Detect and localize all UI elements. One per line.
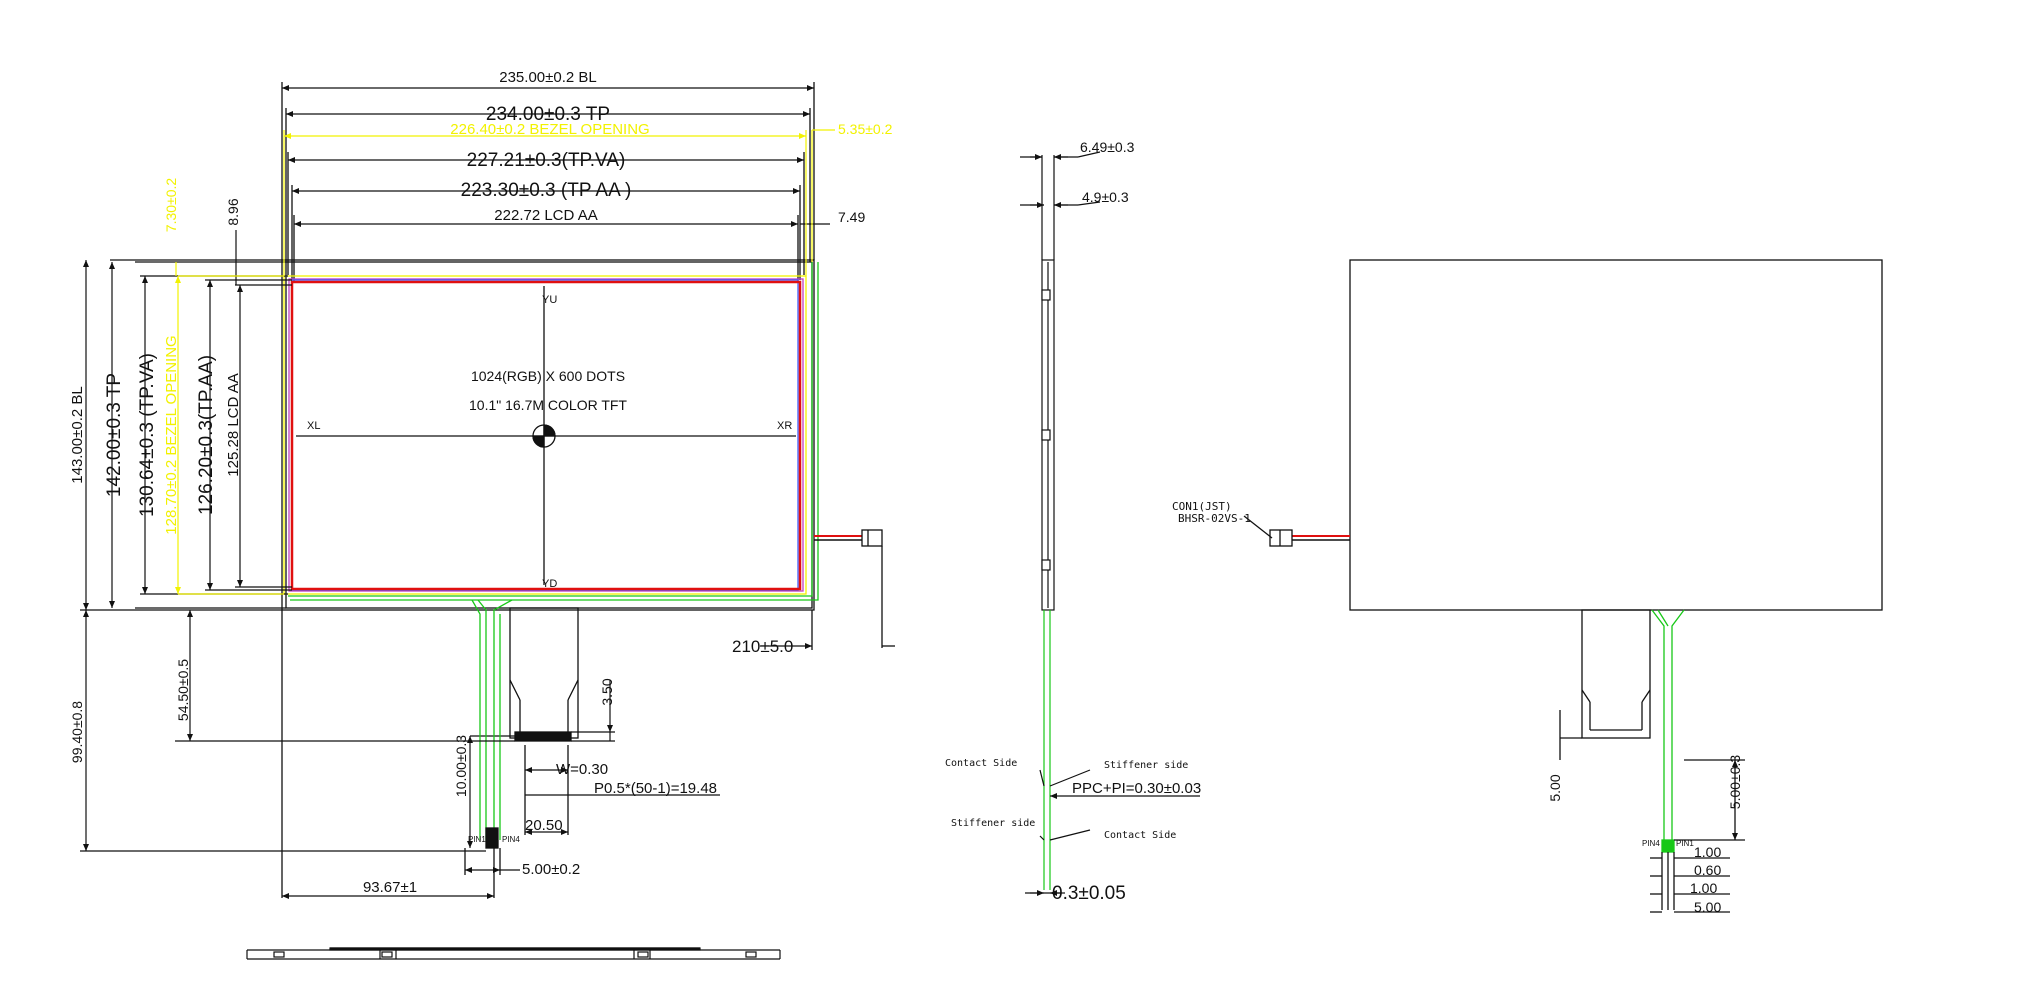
dim-pitch: P0.5*(50-1)=19.48 (594, 780, 717, 797)
label-connector-1: CON1(JST) (1172, 500, 1232, 513)
dim-stiffener: 3.50 (599, 678, 615, 705)
dim-height-tp-aa: 126.20±0.3(TP.AA) (196, 355, 217, 515)
label-pin4: PIN4 (502, 835, 520, 844)
backlight-outline (281, 259, 815, 611)
dim-height-lcd-aa: 125.28 LCD AA (225, 373, 242, 476)
dim-width-bezel: 226.40±0.2 BEZEL OPENING (450, 121, 649, 138)
front-view (80, 82, 895, 898)
side-labels: 6.49±0.3 4.9±0.3 Contact Side Stiffener … (945, 139, 1201, 904)
dim-fpc-d1: 54.50±0.5 (175, 659, 191, 721)
label-connector-2: BHSR-02VS-1 (1178, 512, 1251, 525)
label-back-pin4: PIN4 (1642, 839, 1660, 848)
label-contact-side-1: Contact Side (945, 758, 1017, 769)
back-connector (1269, 529, 1293, 547)
dim-back-d2: 0.60 (1694, 862, 1721, 878)
dim-height-bezel: 128.70±0.2 BEZEL OPENING (163, 335, 180, 534)
dim-cable-length: 210±5.0 (732, 637, 793, 656)
tp-tail-connector (485, 827, 499, 849)
label-back-pin1: PIN1 (1676, 839, 1694, 848)
back-tail-connector (1661, 839, 1675, 853)
side-view (1020, 151, 1200, 896)
label-yu: YU (542, 294, 557, 306)
cable-connector (861, 529, 883, 547)
dim-back-d4: 5.00 (1694, 899, 1721, 915)
dim-width-tp: 234.00±0.3 TP (486, 104, 610, 125)
dim-bezel-top: 7.30±0.2 (163, 178, 179, 233)
lcd-aa-outline (290, 280, 802, 591)
dim-width-lcd-aa: 222.72 LCD AA (494, 207, 597, 224)
label-stiffener-side-2: Stiffener side (951, 818, 1035, 829)
label-xr: XR (777, 420, 792, 432)
label-xl: XL (307, 420, 320, 432)
dim-offset-x: 93.67±1 (363, 879, 417, 896)
front-dimensions (83, 85, 830, 899)
dim-width: W=0.30 (556, 761, 608, 778)
dim-tail-width: 20.50 (525, 817, 563, 834)
back-outline (1349, 259, 1883, 611)
label-yd: YD (542, 578, 557, 590)
label-panel-type: 10.1" 16.7M COLOR TFT (469, 397, 627, 413)
dim-tail-length: 10.00±0.3 (453, 735, 469, 797)
label-contact-side-2: Contact Side (1104, 830, 1176, 841)
label-pin1: PIN1 (468, 835, 486, 844)
bezel-dimensions (175, 129, 835, 595)
dim-width-tp-va: 227.21±0.3(TP.VA) (467, 150, 626, 171)
dim-tail-width-2: 5.00±0.2 (522, 861, 580, 878)
dim-back-d1: 1.00 (1694, 844, 1721, 860)
dim-right-offset: 7.49 (838, 209, 865, 225)
front-labels: 235.00±0.2 BL 234.00±0.3 TP 226.40±0.2 B… (69, 69, 893, 896)
dim-height-tp-va: 130.64±0.3 (TP.VA) (137, 353, 158, 517)
back-fpc (1581, 609, 1651, 739)
bottom-edge-view (246, 947, 781, 960)
dim-ppc: PPC+PI=0.30±0.03 (1072, 780, 1201, 797)
dim-side-inner: 4.9±0.3 (1082, 189, 1129, 205)
dim-thickness: 0.3±0.05 (1052, 883, 1126, 904)
label-stiffener-side-1: Stiffener side (1104, 760, 1188, 771)
bezel-opening (283, 275, 807, 595)
dim-width-tp-aa: 223.30±0.3 (TP AA ) (461, 180, 632, 201)
dim-width-bl: 235.00±0.2 BL (499, 69, 596, 86)
dim-height-tp: 142.00±0.3 TP (104, 373, 125, 497)
dim-height-bl: 143.00±0.2 BL (69, 386, 86, 483)
back-view (1243, 259, 1883, 913)
dim-top-offset: 8.96 (225, 198, 241, 225)
dim-fpc-d2: 99.40±0.8 (69, 701, 85, 763)
dim-bezel-side: 5.35±0.2 (838, 121, 893, 137)
dim-back-fpc: 5.00 (1547, 774, 1563, 801)
back-labels: CON1(JST) BHSR-02VS-1 5.00 5.00±0.3 PIN4… (1172, 500, 1743, 915)
dim-side-total: 6.49±0.3 (1080, 139, 1135, 155)
dim-back-tail: 5.00±0.3 (1727, 755, 1743, 810)
tp-va-outline (288, 278, 804, 592)
dim-back-d3: 1.00 (1690, 880, 1717, 896)
label-resolution: 1024(RGB) X 600 DOTS (471, 368, 625, 384)
fpc-stiffener (514, 731, 572, 742)
